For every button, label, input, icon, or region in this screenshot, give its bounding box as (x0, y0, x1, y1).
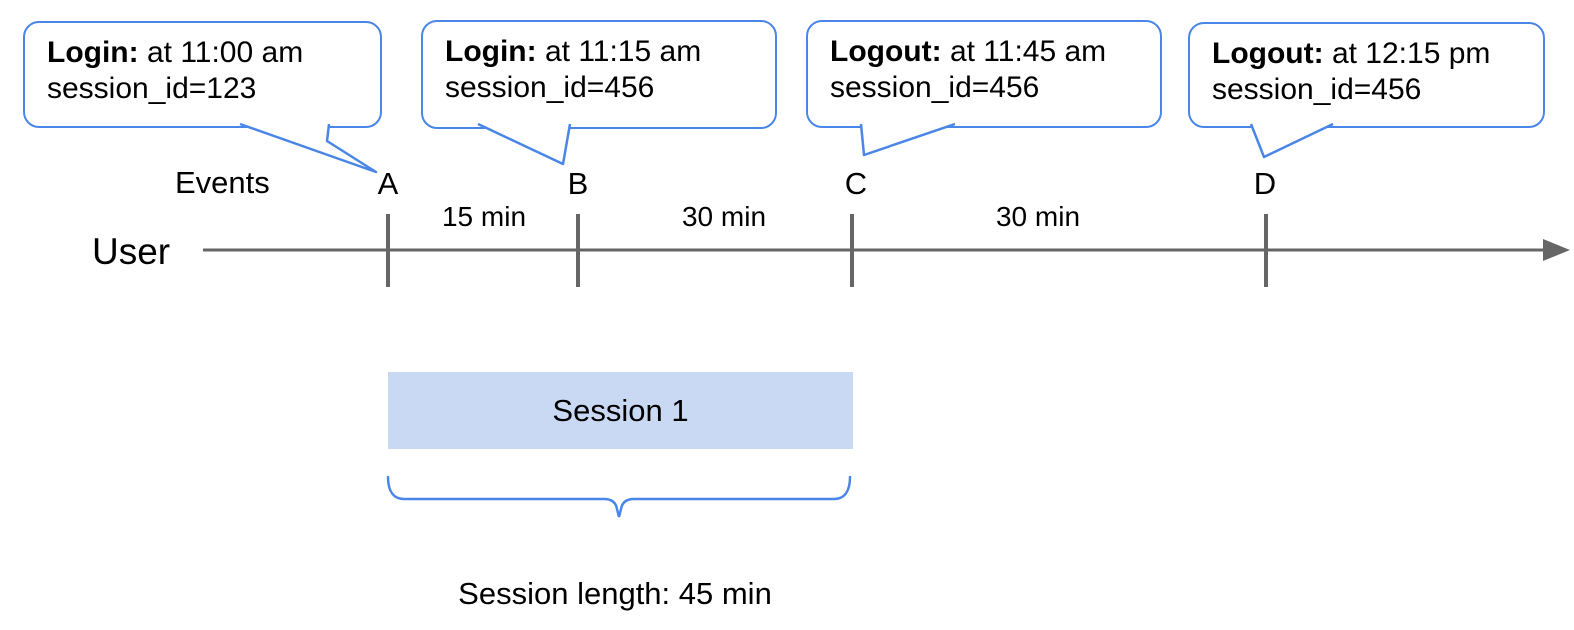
timeline-arrowhead-icon (1543, 239, 1570, 261)
callout-event-time: at 12:15 pm (1323, 37, 1491, 70)
session-box: Session 1 (388, 372, 853, 449)
user-axis-label: User (92, 231, 171, 272)
event-point-label-d: D (1253, 166, 1277, 201)
event-point-label-c: C (844, 166, 868, 201)
callout-tail-d (1249, 122, 1334, 159)
callout-tail-c (859, 122, 956, 157)
callout-event-time: at 11:00 am (138, 36, 304, 69)
callout-event-type: Login: (47, 36, 139, 69)
callout-event-time: at 11:45 am (941, 35, 1107, 68)
callout-login-a: Login: at 11:00 am session_id=123 (23, 21, 382, 128)
callout-line1: Login: at 11:00 am (47, 35, 370, 71)
callout-session-id: session_id=456 (830, 71, 1040, 104)
callout-logout-d: Logout: at 12:15 pm session_id=456 (1188, 22, 1545, 128)
callout-event-type: Logout: (830, 35, 942, 68)
event-point-label-b: B (567, 166, 589, 201)
callout-session-id: session_id=123 (47, 72, 257, 105)
callout-session-id: session_id=456 (445, 71, 655, 104)
callout-event-time: at 11:15 am (536, 35, 702, 68)
session-length-label: Session length: 45 min (458, 576, 772, 611)
callout-line1: Logout: at 11:45 am (830, 34, 1150, 70)
callout-login-b: Login: at 11:15 am session_id=456 (421, 20, 777, 129)
callout-line1: Logout: at 12:15 pm (1212, 36, 1533, 72)
interval-label-ab: 15 min (441, 201, 527, 232)
interval-label-cd: 30 min (995, 201, 1081, 232)
event-point-label-a: A (377, 166, 399, 201)
session-box-label: Session 1 (552, 392, 689, 428)
session-brace (386, 475, 852, 518)
callout-event-type: Logout: (1212, 37, 1324, 70)
interval-label-bc: 30 min (681, 201, 767, 232)
callout-session-id: session_id=456 (1212, 73, 1422, 106)
callout-line1: Login: at 11:15 am (445, 34, 765, 70)
callout-tail-b (477, 122, 572, 166)
events-label: Events (175, 165, 270, 200)
callout-logout-c: Logout: at 11:45 am session_id=456 (806, 20, 1162, 128)
callout-event-type: Login: (445, 35, 537, 68)
